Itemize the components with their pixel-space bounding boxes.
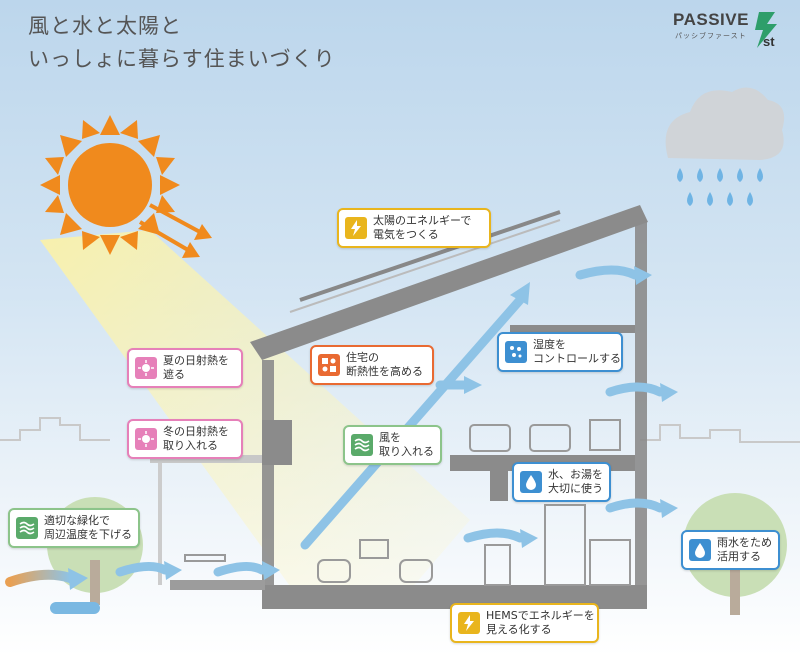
logo-suffix: st	[763, 34, 775, 49]
wind-label: 風を 取り入れる	[379, 431, 434, 458]
insulation-label: 住宅の 断熱性を高める	[346, 351, 423, 378]
rainwater-card: 雨水をため 活用する	[681, 530, 780, 570]
insulation-icon	[318, 354, 340, 376]
sun-ray-arrows	[138, 203, 212, 258]
summer-sun-label: 夏の日射熱を 遮る	[163, 354, 229, 381]
right-wall	[635, 222, 647, 590]
insulation-card: 住宅の 断熱性を高める	[310, 345, 434, 385]
sun-icon	[135, 428, 157, 450]
humidity-icon	[505, 341, 527, 363]
hems-label: HEMSでエネルギーを 見える化する	[486, 609, 595, 636]
water-card: 水、お湯を 大切に使う	[512, 462, 611, 502]
wind-icon	[16, 517, 38, 539]
sun-icon	[135, 357, 157, 379]
lightning-icon	[458, 612, 480, 634]
furniture	[184, 419, 631, 586]
rain-cloud-icon	[665, 87, 785, 206]
wind-card: 風を 取り入れる	[343, 425, 442, 465]
solar-panel	[299, 210, 561, 302]
water-label: 水、お湯を 大切に使う	[548, 468, 603, 495]
passive-first-logo: PASSIVE パッシブファースト st	[673, 10, 785, 54]
house-structure	[150, 205, 648, 609]
roof	[250, 205, 648, 360]
logo-mark-icon	[755, 12, 777, 48]
greenery-label: 適切な緑化で 周辺温度を下げる	[44, 514, 132, 541]
pond	[50, 602, 100, 614]
title-line-1: 風と水と太陽と	[28, 14, 182, 38]
humidity-label: 湿度を コントロールする	[533, 338, 621, 365]
warm-air-arrow	[5, 569, 75, 587]
winter-sun-label: 冬の日射熱を 取り入れる	[163, 425, 229, 452]
logo-subtext: パッシブファースト	[675, 32, 747, 40]
water-drop-icon	[689, 539, 711, 561]
title-line-2: いっしょに暮らす住まいづくり	[28, 47, 336, 71]
wind-arrow-heads	[164, 266, 678, 580]
winter-sun-card: 冬の日射熱を 取り入れる	[127, 419, 243, 459]
sun-icon	[40, 115, 180, 255]
solar-energy-label: 太陽のエネルギーで 電気をつくる	[373, 214, 472, 241]
loft-floor	[510, 325, 635, 333]
hems-card: HEMSでエネルギーを 見える化する	[450, 603, 599, 643]
humidity-card: 湿度を コントロールする	[497, 332, 623, 372]
sunlight-beam	[40, 230, 470, 600]
solar-energy-card: 太陽のエネルギーで 電気をつくる	[337, 208, 491, 248]
water-drop-icon	[520, 471, 542, 493]
wind-arrows	[115, 265, 665, 577]
logo-text: PASSIVE	[673, 10, 749, 29]
greenery-card: 適切な緑化で 周辺温度を下げる	[8, 508, 140, 548]
wind-icon	[351, 434, 373, 456]
page-title: 風と水と太陽と いっしょに暮らす住まいづくり	[28, 10, 336, 76]
deck	[170, 580, 265, 590]
rainwater-label: 雨水をため 活用する	[717, 536, 772, 563]
summer-sun-card: 夏の日射熱を 遮る	[127, 348, 243, 388]
pergola	[150, 455, 262, 463]
lightning-icon	[345, 217, 367, 239]
town-skyline	[0, 417, 800, 443]
left-wall	[262, 360, 274, 590]
